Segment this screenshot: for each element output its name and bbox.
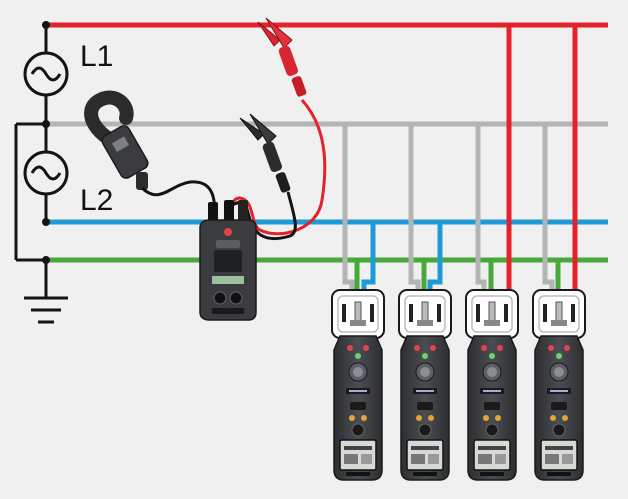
alligator-clip-icon — [239, 113, 291, 193]
tester-drops — [342, 25, 578, 296]
outlet-tester-icon — [532, 289, 586, 481]
junction-dot — [42, 120, 50, 128]
outlet-tester-icon — [331, 289, 385, 481]
ground-icon — [24, 296, 68, 324]
alligator-clip-icon — [257, 17, 307, 97]
ac-source-icon — [23, 51, 69, 97]
junction-dot — [42, 256, 50, 264]
test-box-icon — [199, 200, 257, 321]
clamp-meter-icon — [84, 90, 149, 190]
outlet-tester-icon — [398, 289, 452, 481]
ac-source-icon — [23, 150, 69, 196]
outlet-tester-icon — [465, 289, 519, 481]
label-l1: L1 — [80, 40, 113, 73]
red-probe-lead — [230, 98, 327, 236]
junction-dot — [42, 218, 50, 226]
junction-dot — [42, 21, 50, 29]
clamp-cable — [140, 180, 217, 223]
label-l2: L2 — [80, 184, 113, 217]
